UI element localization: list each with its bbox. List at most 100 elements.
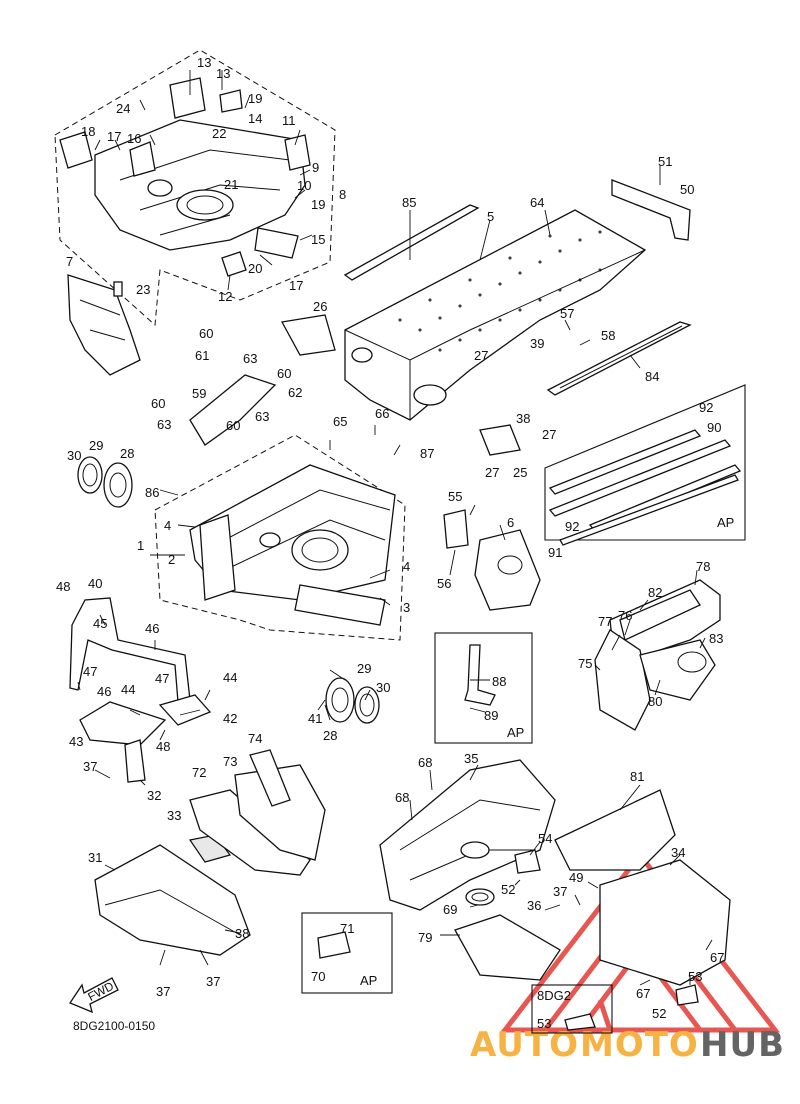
callout-58: 58 xyxy=(601,328,615,343)
part-7-bracket xyxy=(67,274,141,376)
callout-54: 54 xyxy=(538,831,552,846)
callout-36: 36 xyxy=(527,898,541,913)
part-75-guard xyxy=(594,629,651,731)
callout-37b: 37 xyxy=(156,984,170,999)
callout-59: 59 xyxy=(192,386,206,401)
part-32-bracket xyxy=(124,739,146,783)
callout-92b: 92 xyxy=(565,519,579,534)
callout-10: 10 xyxy=(297,178,311,193)
callout-20: 20 xyxy=(248,261,262,276)
callout-71: 71 xyxy=(340,921,354,936)
callout-68a: 68 xyxy=(418,755,432,770)
ap-box-70 xyxy=(301,912,393,994)
callout-22: 22 xyxy=(212,126,226,141)
part-31-fender xyxy=(94,844,251,956)
callout-87: 87 xyxy=(420,446,434,461)
callout-27b: 27 xyxy=(542,427,556,442)
callout-11: 11 xyxy=(282,113,296,128)
part-50-bracket xyxy=(611,179,691,241)
callout-91: 91 xyxy=(548,545,562,560)
callout-48b: 48 xyxy=(156,739,170,754)
part-90-strips xyxy=(548,429,742,546)
callout-63c: 63 xyxy=(157,417,171,432)
callout-2: 2 xyxy=(168,552,175,567)
callout-79: 79 xyxy=(418,930,432,945)
callout-88: 88 xyxy=(492,674,506,689)
diagram-code: 8DG2100-0150 xyxy=(73,1019,155,1033)
callout-28b: 28 xyxy=(323,728,337,743)
callout-53a: 53 xyxy=(688,969,702,984)
callout-57: 57 xyxy=(560,306,574,321)
callout-55: 55 xyxy=(448,489,462,504)
callout-77: 77 xyxy=(598,614,612,629)
callout-70: 70 xyxy=(311,969,325,984)
callout-29b: 29 xyxy=(357,661,371,676)
callout-19b: 19 xyxy=(311,197,325,212)
callout-13a: 13 xyxy=(197,55,211,70)
callout-72: 72 xyxy=(192,765,206,780)
part-69-grommet xyxy=(465,888,495,906)
callout-4a: 4 xyxy=(164,518,171,533)
callout-52a: 52 xyxy=(501,882,515,897)
callout-37c: 37 xyxy=(206,974,220,989)
callout-9: 9 xyxy=(312,160,319,175)
callout-60c: 60 xyxy=(151,396,165,411)
part-43-step xyxy=(79,701,167,746)
callout-19a: 19 xyxy=(248,91,262,106)
callout-3: 3 xyxy=(403,600,410,615)
callout-60d: 60 xyxy=(226,418,240,433)
callout-37a: 37 xyxy=(83,759,97,774)
callout-61: 61 xyxy=(195,348,209,363)
callout-89: 89 xyxy=(484,708,498,723)
callout-74: 74 xyxy=(248,731,262,746)
callout-56: 56 xyxy=(437,576,451,591)
callout-51: 51 xyxy=(658,154,672,169)
ap-box-strips xyxy=(544,384,746,541)
callout-34: 34 xyxy=(671,845,685,860)
callout-35: 35 xyxy=(464,751,478,766)
tunnel-deck-5 xyxy=(344,209,647,421)
callout-labels: 13 13 19 24 14 11 18 17 16 22 9 21 10 8 … xyxy=(56,55,734,1031)
upper-frame-dashed-outline xyxy=(54,49,336,327)
callout-37d: 37 xyxy=(553,884,567,899)
part-28-seal-left xyxy=(77,456,133,508)
callout-26: 26 xyxy=(313,299,327,314)
callout-16: 16 xyxy=(127,131,141,146)
part-81-cover xyxy=(554,789,676,871)
callout-64: 64 xyxy=(530,195,544,210)
callout-63b: 63 xyxy=(255,409,269,424)
part-54-bracket xyxy=(514,849,541,874)
callout-25: 25 xyxy=(513,465,527,480)
callout-67a: 67 xyxy=(710,950,724,965)
callout-17b: 17 xyxy=(289,278,303,293)
part-26-cover xyxy=(280,314,336,356)
callout-90: 90 xyxy=(707,420,721,435)
watermark-logo: AUTO MOTO HUB xyxy=(470,850,785,1065)
callout-30b: 30 xyxy=(376,680,390,695)
callout-28a: 28 xyxy=(120,446,134,461)
callout-63a: 63 xyxy=(243,351,257,366)
variant-label-8dg2: 8DG2 xyxy=(537,988,571,1003)
part-73-panel xyxy=(234,764,326,861)
callout-86: 86 xyxy=(145,485,159,500)
fwd-arrow-icon: FWD xyxy=(69,977,119,1014)
callout-76: 76 xyxy=(618,608,632,623)
callout-48a: 48 xyxy=(56,579,70,594)
callout-7: 7 xyxy=(66,254,73,269)
callout-73: 73 xyxy=(223,754,237,769)
callout-17a: 17 xyxy=(107,129,121,144)
callout-49: 49 xyxy=(569,870,583,885)
ap-box-88 xyxy=(434,632,533,744)
callout-50: 50 xyxy=(680,182,694,197)
ap-label-70: AP xyxy=(360,973,377,988)
watermark-text-hub: HUB xyxy=(700,1025,785,1065)
part-53-bracket xyxy=(564,1013,596,1031)
callout-39: 39 xyxy=(530,336,544,351)
callout-52b: 52 xyxy=(652,1006,666,1021)
callout-40: 40 xyxy=(88,576,102,591)
callout-44a: 44 xyxy=(223,670,237,685)
callout-85: 85 xyxy=(402,195,416,210)
callout-32: 32 xyxy=(147,788,161,803)
callout-29a: 29 xyxy=(89,438,103,453)
